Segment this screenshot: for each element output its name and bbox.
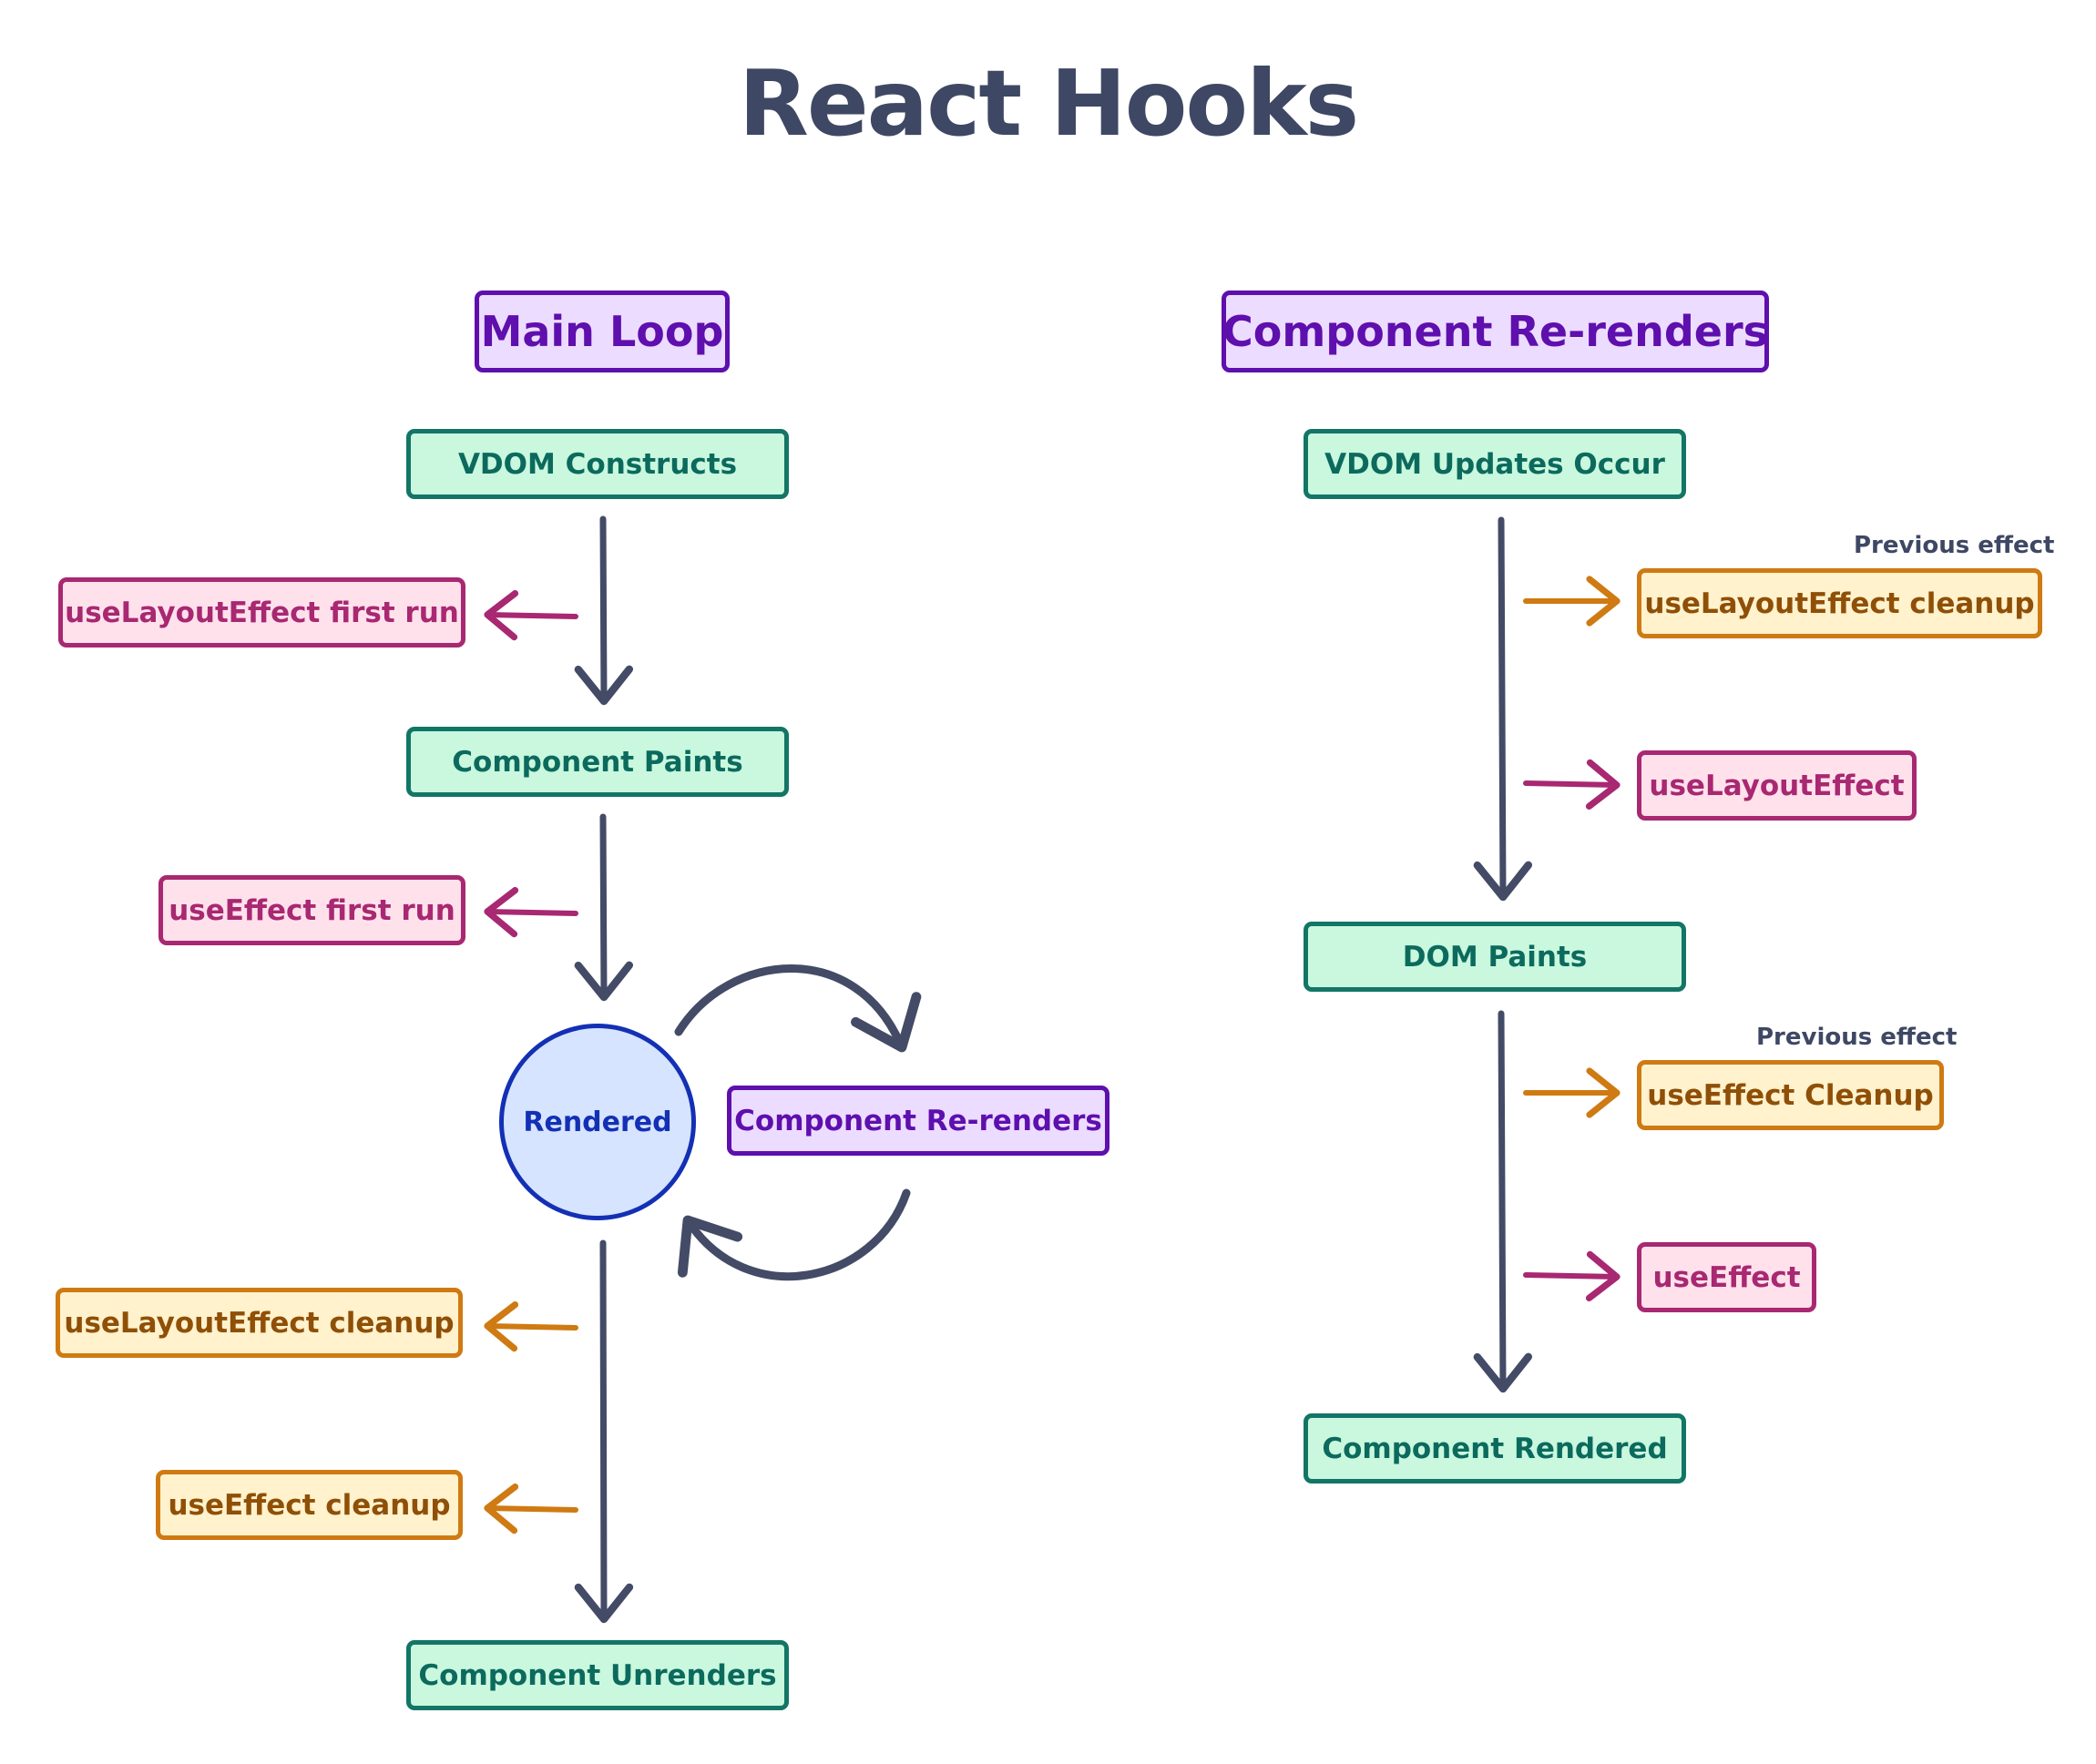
page-title: React Hooks: [738, 50, 1359, 157]
arrow-rendered-to-unrenders: [574, 1239, 634, 1624]
main-loop-header: Main Loop: [475, 291, 730, 372]
component-rendered-box: Component Rendered: [1304, 1413, 1686, 1484]
component-unrenders-box: Component Unrenders: [406, 1640, 789, 1710]
rr-use-layout-effect-cleanup-box: useLayoutEffect cleanup: [1637, 568, 2042, 638]
vdom-updates-box: VDOM Updates Occur: [1304, 429, 1686, 499]
arrow-to-effect-first-run: [484, 887, 578, 938]
rendered-circle: Rendered: [499, 1024, 696, 1220]
rr-use-layout-effect-box: useLayoutEffect: [1637, 750, 1917, 821]
arrow-to-layout-first-run: [484, 590, 578, 641]
use-effect-first-run-box: useEffect first run: [158, 875, 465, 945]
use-layout-effect-first-run-box: useLayoutEffect first run: [58, 577, 465, 647]
arrow-constructs-to-paints: [574, 515, 634, 706]
previous-effect-note-2: Previous effect: [1756, 1024, 1958, 1051]
component-paints-box: Component Paints: [406, 727, 789, 797]
previous-effect-note-1: Previous effect: [1854, 532, 2055, 559]
arrow-to-effect-cleanup: [484, 1484, 578, 1535]
use-layout-effect-cleanup-box: useLayoutEffect cleanup: [56, 1288, 463, 1358]
arrow-to-layout-cleanup: [484, 1301, 578, 1352]
arrow-to-rr-layout-effect: [1523, 759, 1621, 810]
arrow-dom-paints-to-rendered: [1473, 1010, 1533, 1393]
rr-use-effect-box: useEffect: [1637, 1242, 1816, 1312]
arrow-to-rr-effect: [1523, 1250, 1621, 1301]
arc-back-to-rendered: [678, 1188, 911, 1280]
component-rerenders-box: Component Re-renders: [727, 1086, 1109, 1156]
rerenders-header: Component Re-renders: [1222, 291, 1769, 372]
arrow-paints-to-rendered: [574, 813, 634, 1002]
dom-paints-box: DOM Paints: [1304, 922, 1686, 992]
arrow-vdom-to-dom-paints: [1473, 516, 1533, 902]
use-effect-cleanup-box: useEffect cleanup: [156, 1470, 463, 1540]
rr-use-effect-cleanup-box: useEffect Cleanup: [1637, 1060, 1944, 1130]
vdom-constructs-box: VDOM Constructs: [406, 429, 789, 499]
arc-to-rerenders: [674, 964, 922, 1053]
